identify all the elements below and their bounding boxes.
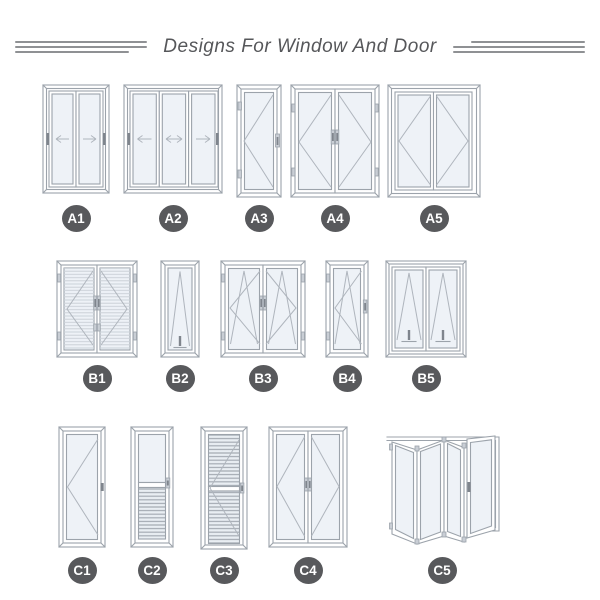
badge-b5: B5 [411, 365, 441, 392]
tilt-turn-window-icon [325, 260, 369, 358]
sliding-door-3-panel-icon [123, 84, 223, 194]
design-item-c5: C5 [382, 426, 502, 584]
design-item-a1: A1 [42, 84, 110, 232]
badge-c2: C2 [137, 557, 167, 584]
double-tilt-turn-window-icon [220, 260, 306, 358]
half-louver-door-icon [130, 426, 174, 548]
design-item-b2: B2 [160, 260, 200, 392]
design-row-b: B1 B2 [0, 260, 600, 392]
design-item-a3: A3 [236, 84, 282, 232]
badge-c3: C3 [209, 557, 239, 584]
design-item-b4: B4 [325, 260, 369, 392]
design-row-c: C1 C2 [0, 426, 600, 584]
divider-lines-right [452, 41, 586, 53]
single-glass-door-icon [58, 426, 106, 548]
badge-b3: B3 [248, 365, 278, 392]
badge-b2: B2 [165, 365, 195, 392]
design-item-c3: C3 [200, 426, 248, 584]
header: Designs For Window And Door [0, 36, 600, 58]
design-item-c1: C1 [58, 426, 106, 584]
badge-a5: A5 [419, 205, 449, 232]
badge-c1: C1 [67, 557, 97, 584]
badge-b4: B4 [332, 365, 362, 392]
page-title: Designs For Window And Door [163, 36, 437, 57]
double-casement-window-icon [290, 84, 380, 198]
badge-a3: A3 [244, 205, 274, 232]
bi-fold-door-icon [386, 435, 500, 545]
design-item-a4: A4 [290, 84, 380, 232]
design-item-b1: B1 [56, 260, 138, 392]
single-casement-window-icon [236, 84, 282, 198]
design-item-c2: C2 [130, 426, 174, 584]
badge-a4: A4 [320, 205, 350, 232]
badge-c5: C5 [427, 557, 457, 584]
badge-a1: A1 [61, 205, 91, 232]
tilt-window-icon [160, 260, 200, 358]
design-item-b3: B3 [220, 260, 306, 392]
louver-door-icon [200, 426, 248, 550]
double-tilt-window-icon [385, 260, 467, 358]
divider-lines-left [15, 41, 148, 53]
double-casement-screen-window-icon [56, 260, 138, 358]
design-row-a: A1 A2 [0, 84, 600, 232]
design-item-c4: C4 [268, 426, 348, 584]
double-glass-door-icon [268, 426, 348, 548]
badge-a2: A2 [158, 205, 188, 232]
design-item-b5: B5 [385, 260, 467, 392]
double-casement-window-wide-icon [387, 84, 481, 198]
design-item-a2: A2 [123, 84, 223, 232]
design-item-a5: A5 [387, 84, 481, 232]
badge-c4: C4 [293, 557, 323, 584]
sliding-door-2-panel-icon [42, 84, 110, 194]
badge-b1: B1 [82, 365, 112, 392]
